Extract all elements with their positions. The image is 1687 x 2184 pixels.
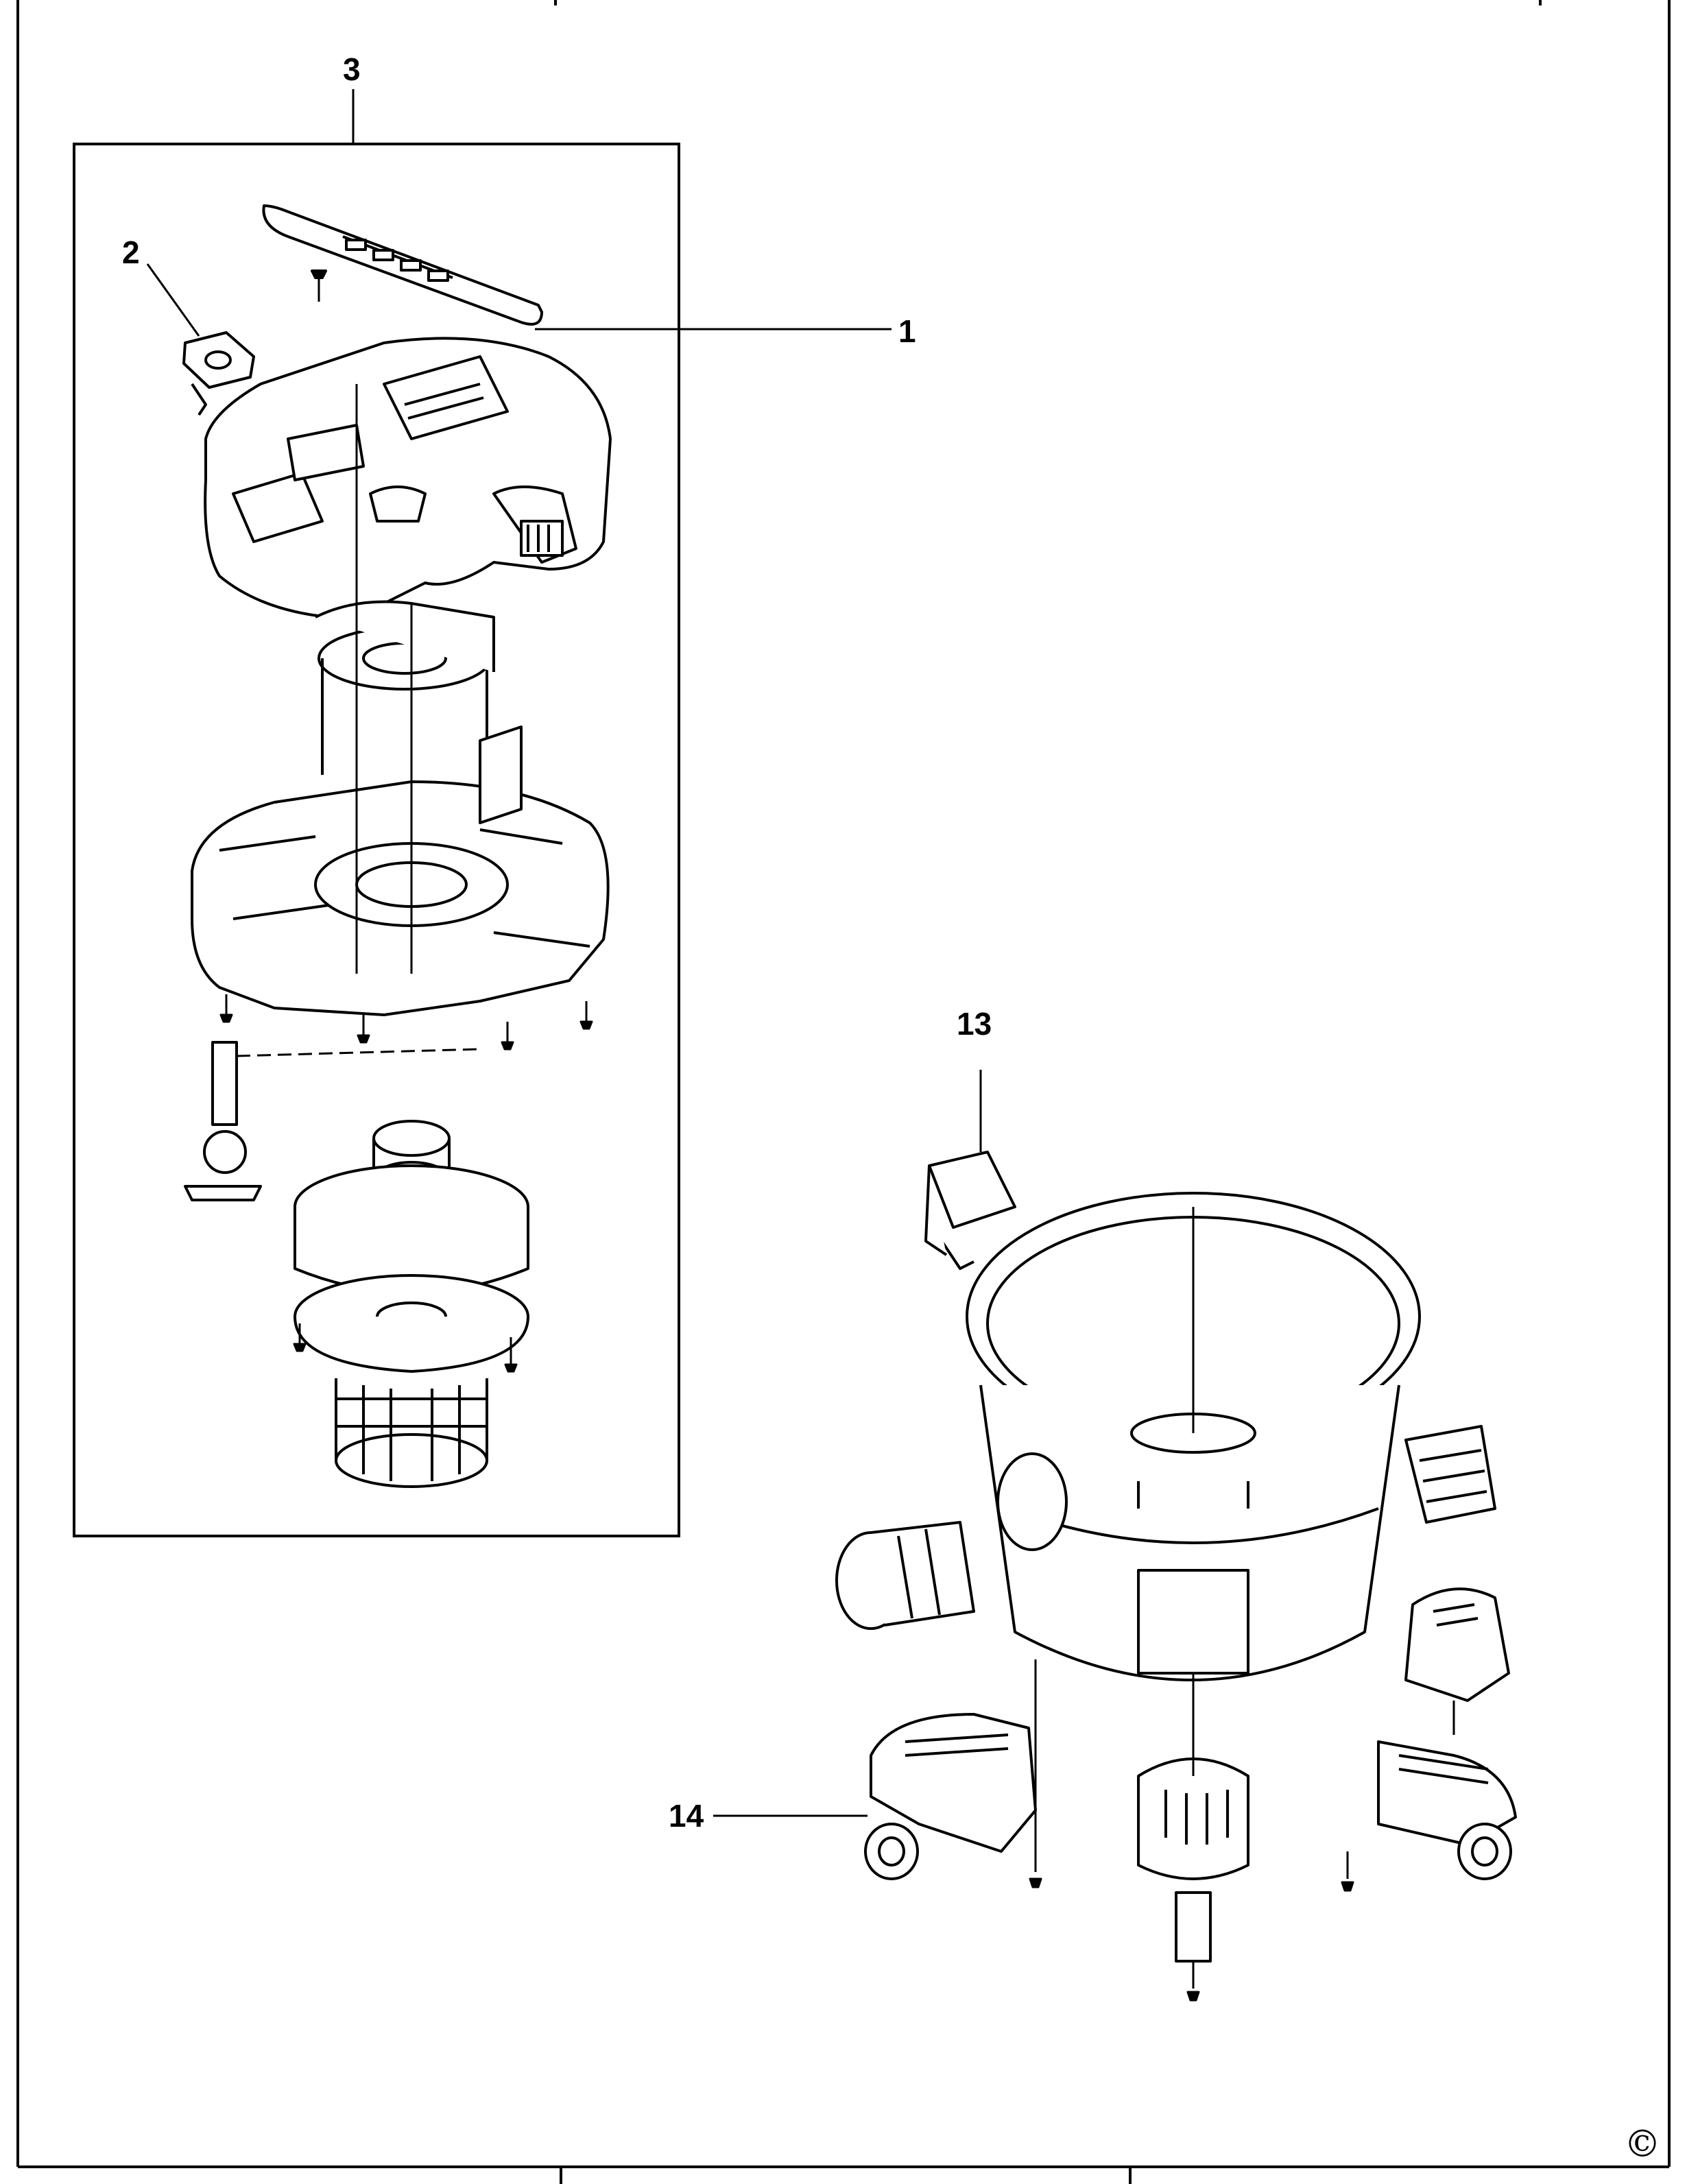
power-head-assembly xyxy=(146,204,892,1488)
page-frame xyxy=(16,0,1671,2184)
caster-right xyxy=(1377,1740,1517,1880)
callout-2: 2 xyxy=(122,235,140,270)
motor-housing xyxy=(315,600,495,775)
latch-part xyxy=(924,1151,1016,1270)
callout-1: 1 xyxy=(898,313,916,349)
top-cover xyxy=(204,337,612,619)
assembly-3-box xyxy=(73,143,680,1537)
copyright-mark: © xyxy=(1624,2122,1661,2165)
callout-3: 3 xyxy=(343,51,361,87)
handle-part xyxy=(262,204,543,326)
side-latch xyxy=(1404,1425,1496,1524)
lid-plate xyxy=(191,725,610,1016)
caster-part xyxy=(864,1713,1037,1880)
caster-cover xyxy=(1404,1587,1510,1702)
caster-front xyxy=(1137,1757,1249,1963)
lid-screws xyxy=(219,994,593,1051)
leader-line-2 xyxy=(146,263,200,337)
float-cage xyxy=(184,1041,262,1201)
hose-inlet xyxy=(835,1521,975,1630)
callout-13: 13 xyxy=(957,1006,992,1042)
switch-part xyxy=(182,331,255,416)
tank-assembly xyxy=(713,1070,1517,2002)
filter-cage xyxy=(335,1378,488,1488)
callout-14: 14 xyxy=(669,1798,704,1834)
fan-housing xyxy=(294,1164,529,1373)
